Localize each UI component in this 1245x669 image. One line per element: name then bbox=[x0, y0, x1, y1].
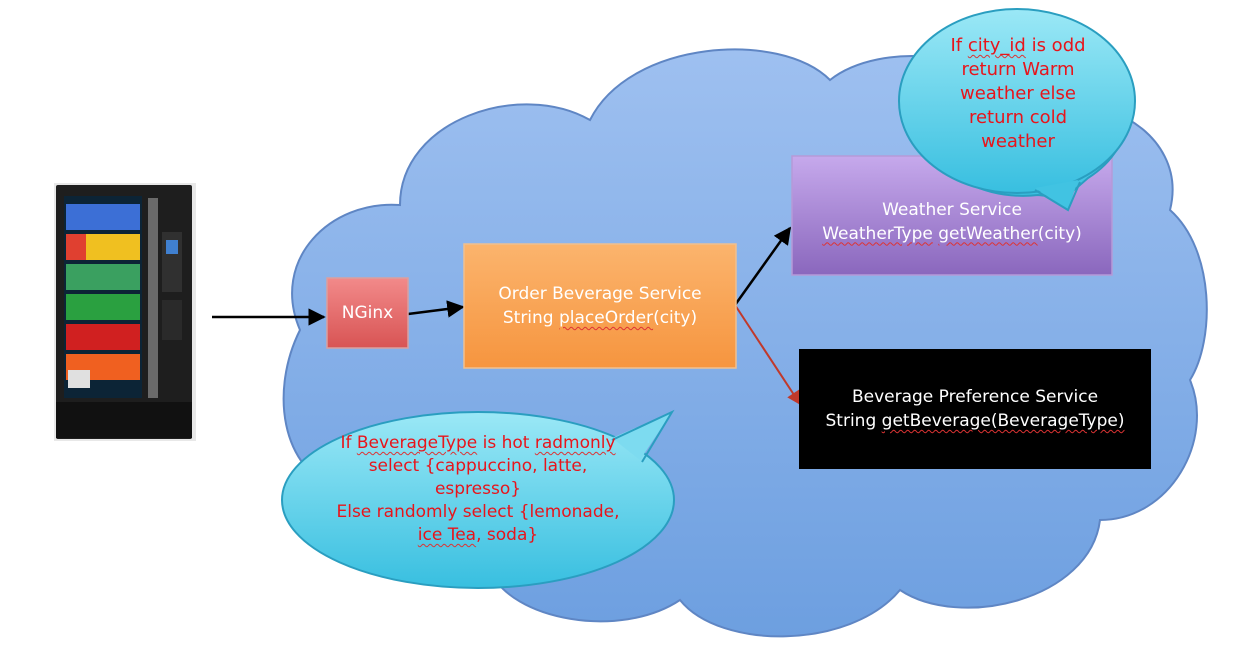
nginx-box bbox=[326, 277, 409, 349]
arrow-order-to-beverage bbox=[734, 304, 801, 406]
beverage-note-line-2: select {cappuccino, latte, bbox=[368, 456, 588, 476]
weather-note-line-5: weather bbox=[981, 131, 1055, 152]
beverage-note-bubble bbox=[281, 409, 675, 589]
order-service-label: Order Beverage Service String placeOrder… bbox=[464, 244, 736, 368]
beverage-note-line-4: Else randomly select {lemonade, bbox=[336, 502, 620, 522]
weather-note-bubble bbox=[898, 8, 1136, 212]
beverage-service-title: Beverage Preference Service bbox=[851, 387, 1099, 407]
order-service-box bbox=[463, 243, 737, 369]
weather-note-line-3: weather else bbox=[959, 83, 1076, 104]
beverage-note-text: If BeverageType is hot radmonly select {… bbox=[310, 432, 646, 547]
beverage-note-line-5: ice Tea, soda} bbox=[417, 525, 539, 545]
beverage-service-label: Beverage Preference Service String getBe… bbox=[799, 349, 1151, 469]
weather-note-line-4: return cold bbox=[968, 107, 1068, 128]
beverage-note-line-1: If BeverageType is hot radmonly bbox=[340, 433, 616, 453]
weather-service-label: Weather Service WeatherType getWeather(c… bbox=[792, 162, 1112, 281]
order-service-signature: String placeOrder(city) bbox=[502, 308, 698, 328]
weather-note-line-2: return Warm bbox=[961, 59, 1075, 80]
weather-note-text: If city_id is odd return Warm weather el… bbox=[910, 34, 1126, 154]
vending-machine-image bbox=[54, 183, 196, 441]
weather-service-title: Weather Service bbox=[882, 199, 1022, 220]
beverage-service-box bbox=[799, 349, 1151, 469]
arrow-order-to-weather bbox=[733, 226, 792, 306]
beverage-note-line-3: espresso} bbox=[434, 479, 522, 499]
weather-service-signature: WeatherType getWeather(city) bbox=[822, 223, 1082, 244]
nginx-text: NGinx bbox=[341, 303, 394, 323]
arrow-nginx-to-order bbox=[407, 300, 465, 318]
beverage-service-signature: String getBeverage(BeverageType) bbox=[825, 411, 1125, 431]
weather-note-line-1: If city_id is odd bbox=[950, 35, 1086, 56]
nginx-label: NGinx bbox=[327, 278, 408, 348]
order-service-title: Order Beverage Service bbox=[498, 284, 702, 304]
